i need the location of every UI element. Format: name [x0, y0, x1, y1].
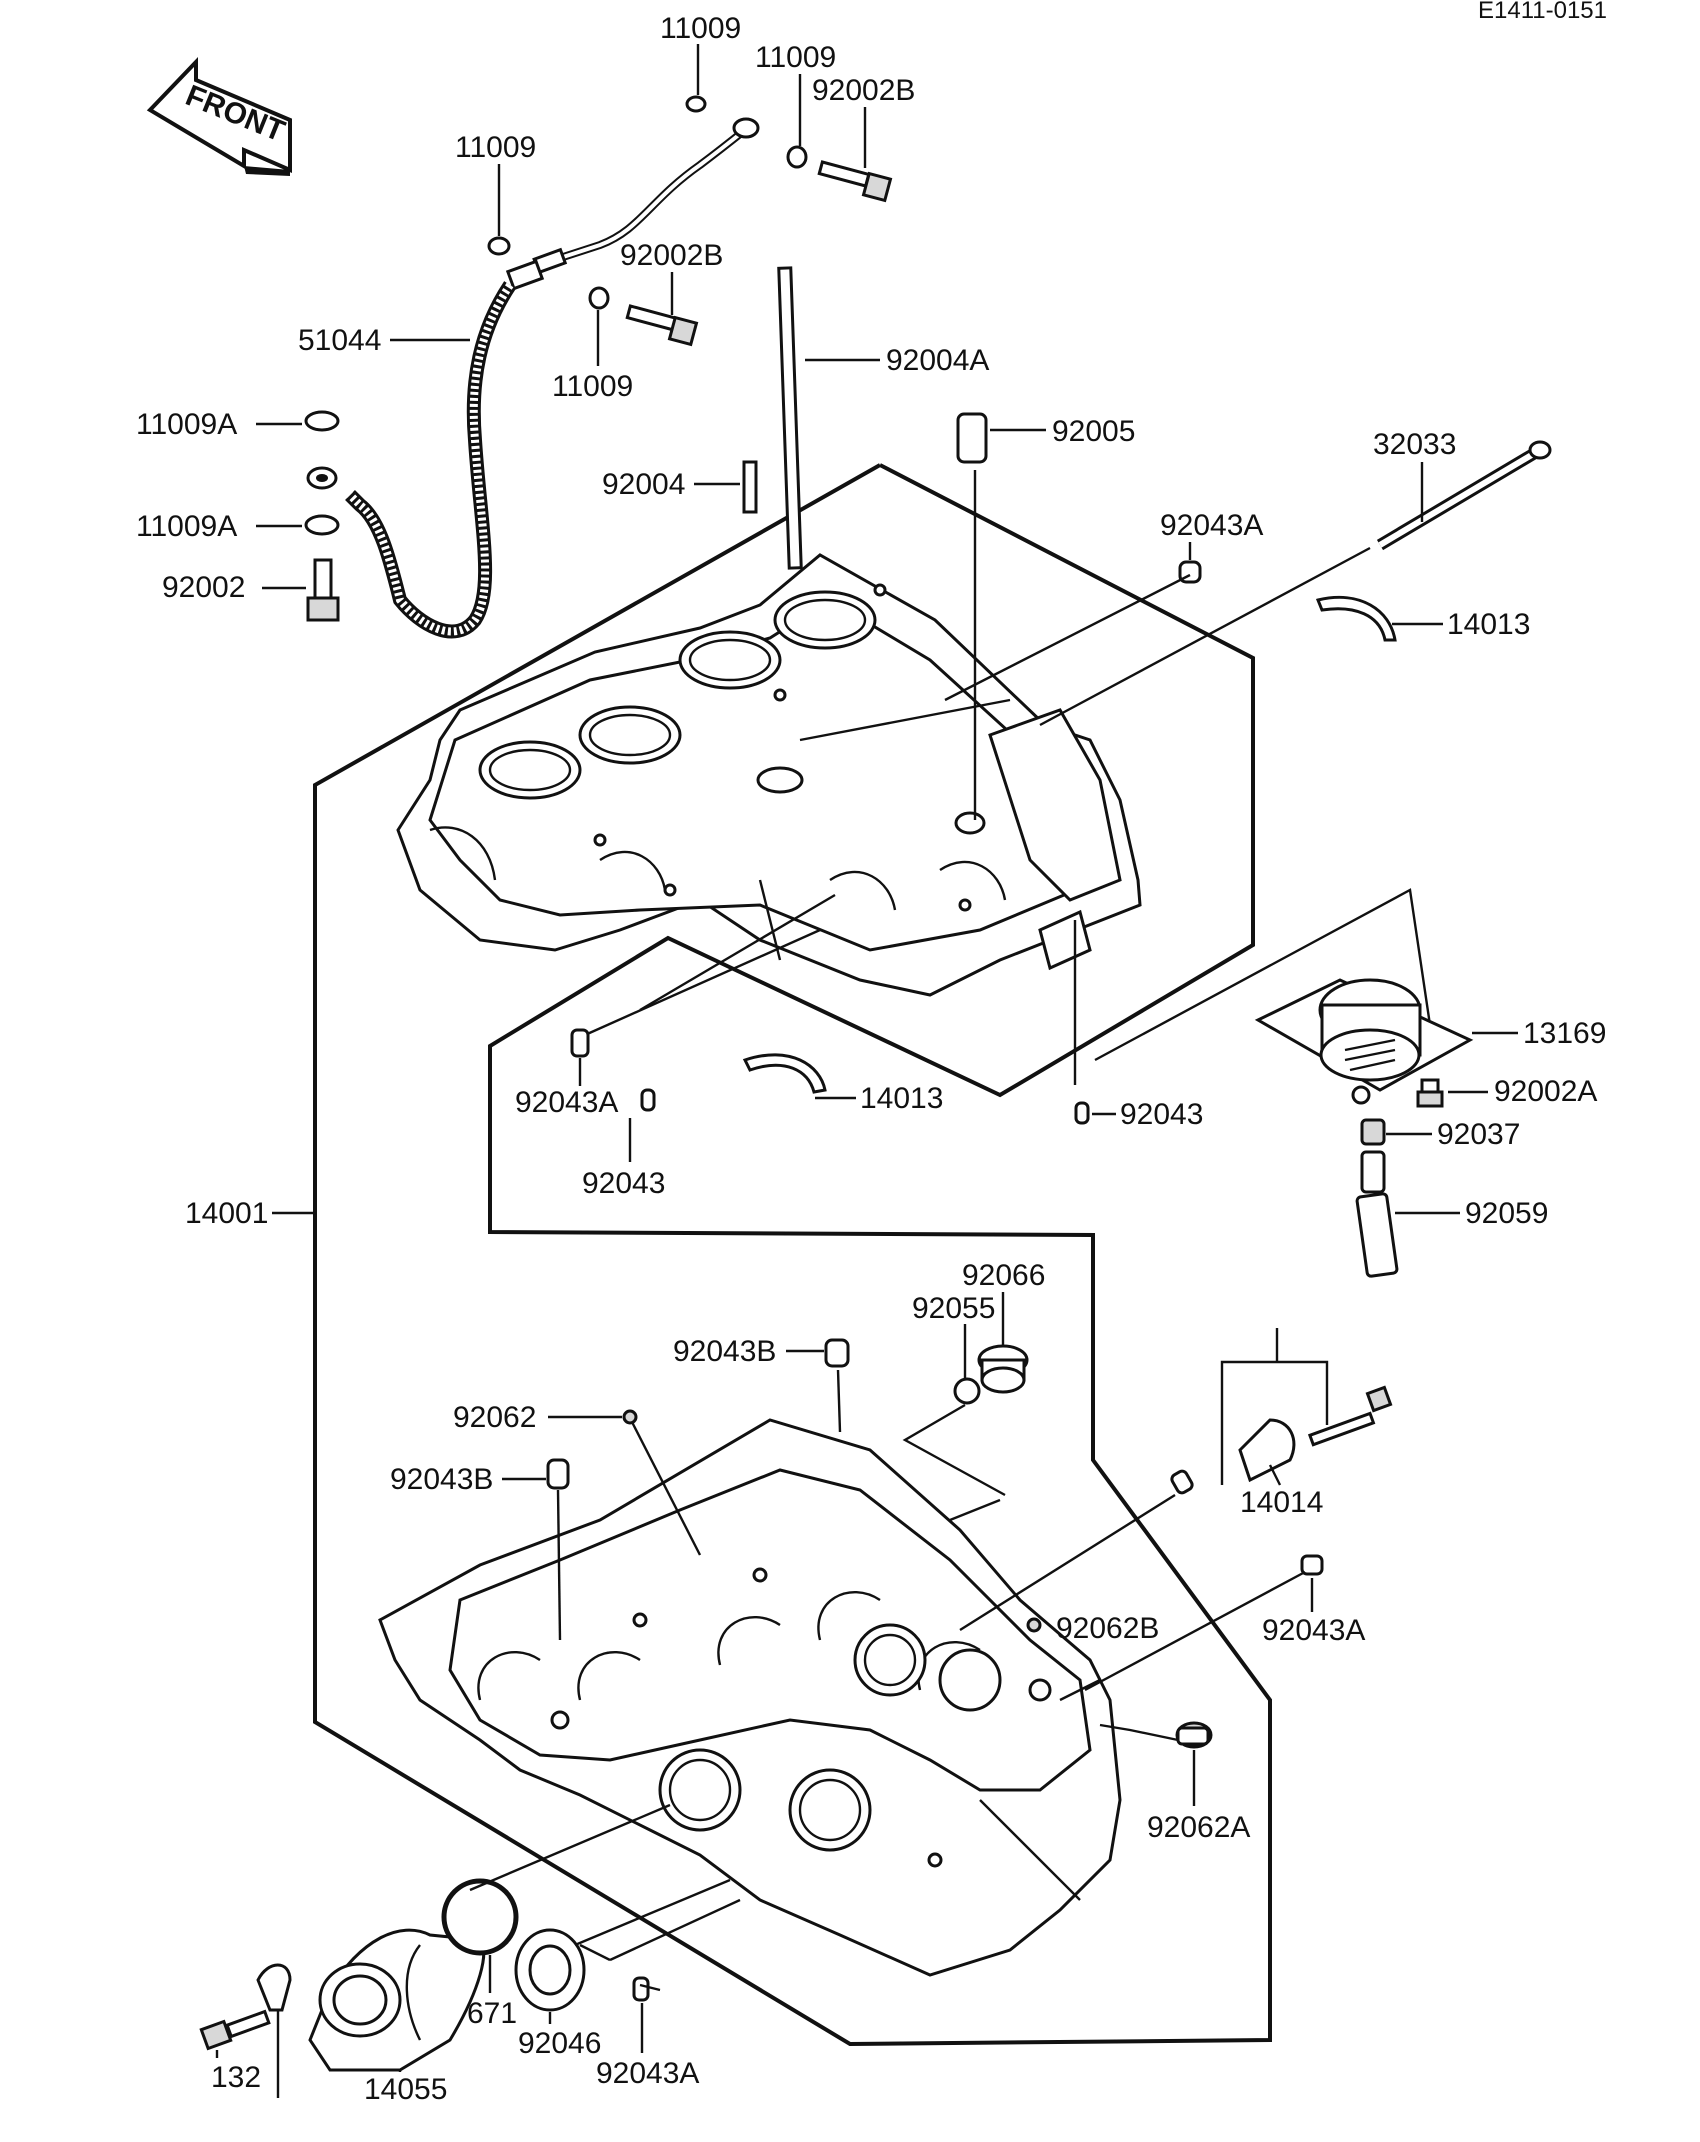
- label-13169: 13169: [1523, 1017, 1606, 1050]
- bracket-14014: [1238, 1385, 1393, 1483]
- label-671: 671: [467, 1997, 517, 2030]
- label-92066: 92066: [962, 1259, 1045, 1292]
- bolt-132: [199, 2009, 271, 2051]
- label-92002b-a: 92002B: [812, 74, 915, 107]
- label-51044: 51044: [298, 324, 381, 357]
- label-92043-b: 92043: [582, 1167, 665, 1200]
- washer-11009-b: [786, 145, 808, 169]
- spring-92037: [1360, 1118, 1386, 1146]
- oil-screen-13169: [1254, 978, 1474, 1105]
- oil-seal-92046: [514, 1928, 586, 2012]
- label-92043-a: 92043: [1120, 1098, 1203, 1131]
- leader-lines-upper: [584, 470, 1432, 1085]
- washer-11009a-a: [304, 410, 340, 432]
- dowel-92043b-b: [546, 1458, 570, 1490]
- label-11009-a: 11009: [660, 12, 741, 45]
- washer-11009-c: [487, 236, 511, 256]
- bearing-insert-14013-a: [1315, 595, 1397, 642]
- front-arrow-icon: FRONT: [146, 57, 292, 176]
- stud-92004: [742, 460, 758, 514]
- o-ring-92043-a: [640, 1088, 656, 1112]
- generator-cover-14055: [308, 1928, 486, 2072]
- assembly-outline: [313, 463, 1272, 2047]
- label-92043a-a: 92043A: [1160, 509, 1263, 542]
- label-92043a-b: 92043A: [515, 1086, 618, 1119]
- label-132: 132: [211, 2061, 261, 2094]
- label-92043b-b: 92043B: [390, 1463, 493, 1496]
- label-92002a: 92002A: [1494, 1075, 1597, 1108]
- label-14013-b: 14013: [860, 1082, 943, 1115]
- banjo-bolt-92002b-a: [817, 160, 893, 203]
- label-11009-b: 11009: [755, 41, 836, 74]
- label-92062b: 92062B: [1056, 1612, 1159, 1645]
- dowel-92005: [956, 412, 988, 464]
- dowel-92043b-a: [824, 1338, 850, 1368]
- bolt-92002a: [1416, 1078, 1444, 1108]
- label-92059: 92059: [1465, 1197, 1548, 1230]
- plug-92062b: [1026, 1617, 1042, 1633]
- label-92062: 92062: [453, 1401, 536, 1434]
- label-92046: 92046: [518, 2027, 601, 2060]
- banjo-bolt-92002: [306, 558, 340, 622]
- oil-hose-51044: [306, 117, 760, 639]
- label-92002: 92002: [162, 571, 245, 604]
- leader-lines-lower: [469, 1369, 1306, 1992]
- plug-92062a: [1175, 1721, 1213, 1749]
- dowel-92043a-lower-right: [1300, 1554, 1324, 1576]
- bearing-insert-14013-b: [742, 1053, 827, 1094]
- washer-11009-d: [588, 286, 610, 310]
- upper-crankcase-half: [396, 553, 1142, 997]
- drain-plug-92066: [977, 1344, 1029, 1394]
- dowel-92043a-lower-left: [632, 1976, 650, 2002]
- label-92004: 92004: [602, 468, 685, 501]
- lower-crankcase-half: [378, 1418, 1122, 1977]
- clamp-ref-generator: [256, 1963, 292, 2012]
- label-11009a-a: 11009A: [136, 408, 237, 441]
- rod-32033: [1376, 440, 1552, 551]
- label-92062a: 92062A: [1147, 1811, 1250, 1844]
- dowel-92043a-mid: [570, 1028, 590, 1058]
- label-14013-a: 14013: [1447, 608, 1530, 641]
- o-ring-92043-b: [1074, 1101, 1090, 1125]
- label-11009a-b: 11009A: [136, 510, 237, 543]
- label-92043a-c: 92043A: [1262, 1614, 1365, 1647]
- dowel-pin-ref-oil-pump: [1170, 1469, 1194, 1495]
- banjo-bolt-92002b-b: [625, 304, 699, 347]
- label-92004a: 92004A: [886, 344, 989, 377]
- label-92002b-b: 92002B: [620, 239, 723, 272]
- label-92005: 92005: [1052, 415, 1135, 448]
- o-ring-92055: [953, 1377, 981, 1405]
- pipe-92059: [1355, 1150, 1399, 1278]
- part-labels: 11009 11009 92002B 11009 92002B 51044 11…: [136, 12, 1606, 2106]
- label-92043b-a: 92043B: [673, 1335, 776, 1368]
- plug-92062: [622, 1409, 638, 1425]
- label-92055: 92055: [912, 1292, 995, 1325]
- diagram-code: E1411-0151: [1478, 0, 1607, 24]
- stud-92004a: [777, 266, 880, 570]
- washer-11009-a: [685, 95, 707, 113]
- label-92037: 92037: [1437, 1118, 1520, 1151]
- label-32033: 32033: [1373, 428, 1456, 461]
- label-14055: 14055: [364, 2073, 447, 2106]
- label-11009-d: 11009: [552, 370, 633, 403]
- label-14014: 14014: [1240, 1486, 1323, 1519]
- o-ring-671: [441, 1878, 519, 1956]
- washer-11009a-b: [304, 514, 340, 536]
- label-92043a-d: 92043A: [596, 2057, 699, 2090]
- label-14001: 14001: [185, 1197, 268, 1230]
- label-11009-c: 11009: [455, 131, 536, 164]
